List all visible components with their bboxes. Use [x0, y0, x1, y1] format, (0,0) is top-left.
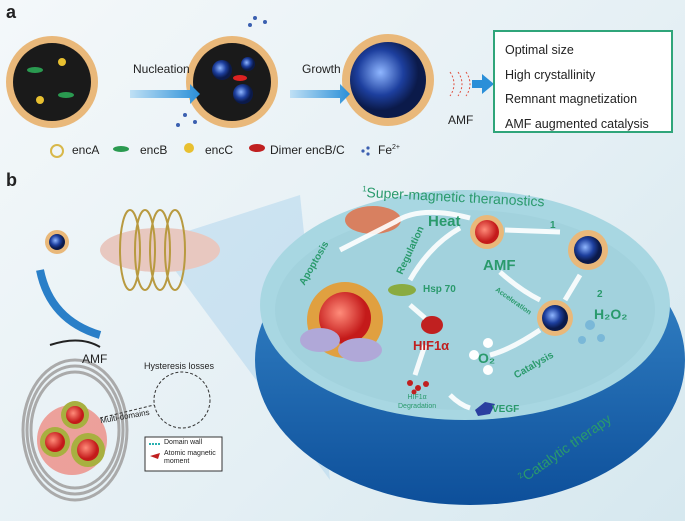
vegf — [475, 402, 495, 416]
nanozyme-particle — [568, 230, 608, 270]
amf-particle — [470, 215, 504, 249]
hysteresis-circle — [153, 371, 211, 429]
catalysis-particle — [537, 300, 573, 336]
property-item: Remnant magnetization — [505, 92, 638, 106]
property-item: Optimal size — [505, 43, 574, 57]
amf-label: AMF — [448, 113, 474, 127]
free-particle — [45, 230, 69, 254]
hif1a-fragments — [407, 380, 429, 395]
encapsulin-grown — [342, 34, 434, 126]
encapsulin-shell-empty — [6, 36, 98, 128]
coil-particles — [40, 401, 105, 467]
magnetic-moment-label: Atomic magnetic moment — [164, 450, 216, 465]
h2o2-drops — [578, 320, 605, 344]
nucleation-arrow — [130, 84, 200, 104]
mitochondrion — [345, 206, 401, 234]
legend-encc: encC — [205, 143, 234, 157]
vegf-label: VEGF — [492, 404, 520, 415]
property-item: High crystallinity — [505, 67, 596, 82]
hif1a — [421, 316, 443, 334]
rotation-arrow — [49, 339, 101, 348]
growth-label: Growth — [302, 62, 341, 76]
nucleus — [300, 282, 383, 362]
step-1: 1 — [550, 220, 556, 231]
o2-label: O₂ — [478, 350, 496, 366]
encapsulin-nucleation — [186, 36, 278, 128]
amf-waves — [449, 71, 471, 97]
growth-arrow — [290, 84, 350, 104]
domain-wall-label: Domain wall — [164, 439, 203, 446]
amf-cell-label: AMF — [483, 257, 516, 274]
mouse-coil — [119, 209, 186, 291]
nucleation-label: Nucleation — [133, 62, 190, 76]
panel-b-label: b — [6, 170, 17, 190]
heat-label: Heat — [428, 213, 461, 230]
mouse — [100, 228, 220, 272]
legend-encb: encB — [140, 143, 168, 157]
hsp70 — [388, 284, 416, 296]
legend-enca: encA — [72, 143, 100, 157]
properties-box: Optimal size High crystallinity Remnant … — [493, 30, 673, 133]
o2-bubbles — [469, 338, 493, 375]
curved-arrow — [36, 269, 102, 339]
fe-ions — [176, 16, 267, 127]
legend-dimer: Dimer encB/C — [270, 143, 345, 157]
pathway-arrows — [338, 209, 583, 411]
amf-arrow — [472, 74, 494, 94]
hsp70-label: Hsp 70 — [423, 284, 456, 295]
coil — [21, 358, 129, 502]
property-item: AMF augmented catalysis — [505, 116, 649, 131]
hysteresis-label: Hysteresis losses — [144, 361, 215, 371]
h2o2-label: H₂O₂ — [594, 306, 628, 322]
hif1a-label: HIF1α — [413, 338, 450, 353]
step-2: 2 — [597, 289, 603, 300]
legend-fe: Fe2+ — [378, 143, 400, 157]
panel-a-label: a — [6, 2, 17, 22]
coil-amf-label: AMF — [82, 352, 108, 366]
